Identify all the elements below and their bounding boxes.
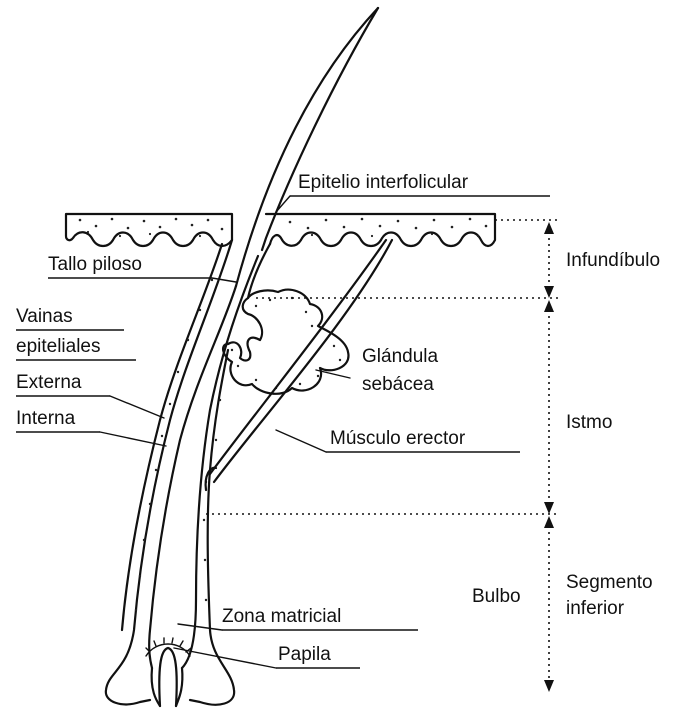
label-bulbo: Bulbo [472, 586, 521, 607]
label-musculo-erector: Músculo erector [330, 428, 466, 449]
label-sebacea: sebácea [362, 374, 434, 395]
label-epitelio-interfolicular: Epitelio interfolicular [298, 172, 469, 193]
epidermis-right [266, 214, 495, 246]
sebaceous-gland [223, 290, 348, 394]
label-segmento: Segmento [566, 572, 653, 593]
hair-bulb [146, 638, 191, 706]
zone-arrows [544, 222, 554, 692]
label-inferior: inferior [566, 598, 625, 619]
label-vainas: Vainas [16, 306, 73, 327]
hair-shaft [236, 8, 378, 286]
label-tallo-piloso: Tallo piloso [48, 254, 142, 275]
label-externa: Externa [16, 372, 82, 393]
label-epiteliales: epiteliales [16, 336, 101, 357]
epidermis-left [66, 214, 232, 246]
label-papila: Papila [278, 644, 331, 665]
label-zona-matricial: Zona matricial [222, 606, 341, 627]
label-infundibulo: Infundíbulo [566, 250, 660, 271]
follicle-left-wall [106, 240, 232, 704]
labels: Epitelio interfolicular Tallo piloso Vai… [16, 172, 660, 665]
label-interna: Interna [16, 408, 76, 429]
label-glandula: Glándula [362, 346, 438, 367]
label-istmo: Istmo [566, 412, 612, 433]
